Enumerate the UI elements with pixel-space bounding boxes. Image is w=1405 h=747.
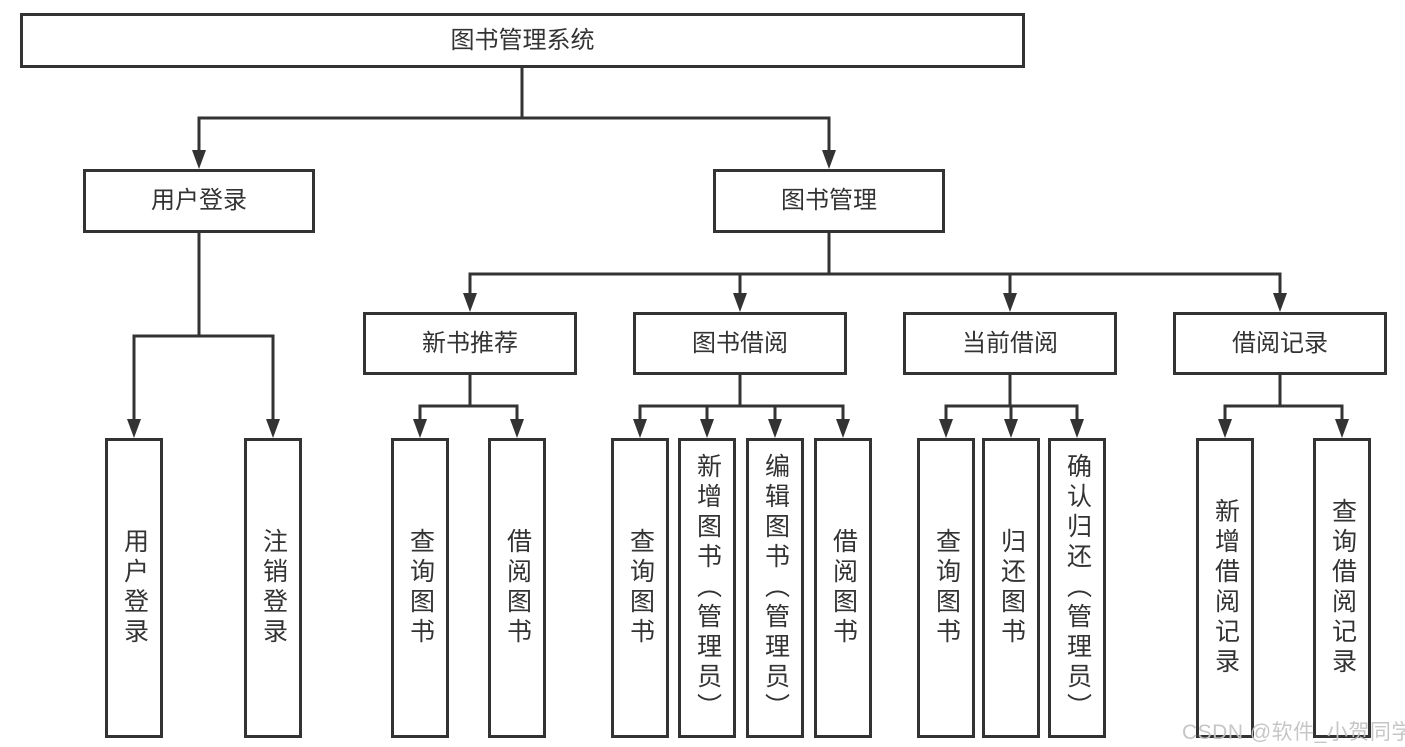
node-label: 查询图书	[406, 528, 435, 648]
node-label: 查询图书	[932, 528, 961, 648]
node-label: 图书管理	[781, 187, 877, 214]
leaf-add-borrow-record: 新增借阅记录	[1196, 438, 1254, 738]
connector-borrowing-records-children	[1218, 373, 1349, 438]
node-borrowing-records: 借阅记录	[1173, 312, 1387, 375]
node-new-book-recommendation: 新书推荐	[363, 312, 577, 375]
node-label: 查询图书	[626, 528, 655, 648]
leaf-user-login: 用户登录	[105, 438, 163, 738]
leaf-query-borrow-record: 查询借阅记录	[1313, 438, 1371, 738]
leaf-return-books: 归还图书	[982, 438, 1040, 738]
node-label: 借阅图书	[503, 528, 532, 648]
leaf-query-books-borrowing: 查询图书	[611, 438, 669, 738]
node-book-management: 图书管理	[713, 169, 945, 233]
leaf-edit-book-admin: 编辑图书（管理员）	[746, 438, 804, 738]
node-user-login: 用户登录	[83, 169, 315, 233]
connector-root-to-level2	[192, 66, 836, 169]
connector-user-login-children	[127, 231, 280, 438]
leaf-add-book-admin: 新增图书（管理员）	[678, 438, 736, 738]
node-label: 归还图书	[997, 528, 1026, 648]
node-label: 注销登录	[259, 528, 288, 648]
node-label: 确认归还（管理员）	[1063, 453, 1092, 723]
csdn-watermark: CSDN @软件_小贺同学	[1182, 721, 1405, 744]
leaf-logout: 注销登录	[244, 438, 302, 738]
connector-book-borrowing-children	[633, 373, 850, 438]
node-label: 查询借阅记录	[1328, 498, 1357, 678]
node-label: 当前借阅	[962, 329, 1058, 357]
leaf-borrow-books-recommend: 借阅图书	[488, 438, 546, 738]
node-root-system: 图书管理系统	[20, 13, 1025, 68]
node-current-borrowing: 当前借阅	[903, 312, 1117, 375]
node-label: 新书推荐	[422, 329, 518, 357]
node-label: 新增借阅记录	[1211, 498, 1240, 678]
node-label: 用户登录	[151, 187, 247, 214]
leaf-query-books-current: 查询图书	[917, 438, 975, 738]
node-label: 图书借阅	[692, 329, 788, 357]
connector-current-borrowing-children	[939, 373, 1084, 438]
leaf-borrow-books-borrowing: 借阅图书	[814, 438, 872, 738]
connector-new-book-recommendation-children	[413, 373, 524, 438]
node-label: 编辑图书（管理员）	[761, 453, 790, 723]
leaf-query-books-recommend: 查询图书	[391, 438, 449, 738]
node-label: 借阅记录	[1232, 329, 1328, 357]
leaf-confirm-return-admin: 确认归还（管理员）	[1048, 438, 1106, 738]
node-book-borrowing: 图书借阅	[633, 312, 847, 375]
node-label: 图书管理系统	[450, 26, 595, 54]
node-label: 用户登录	[120, 528, 149, 648]
node-label: 借阅图书	[829, 528, 858, 648]
connector-book-management-children	[463, 231, 1287, 312]
node-label: 新增图书（管理员）	[693, 453, 722, 723]
